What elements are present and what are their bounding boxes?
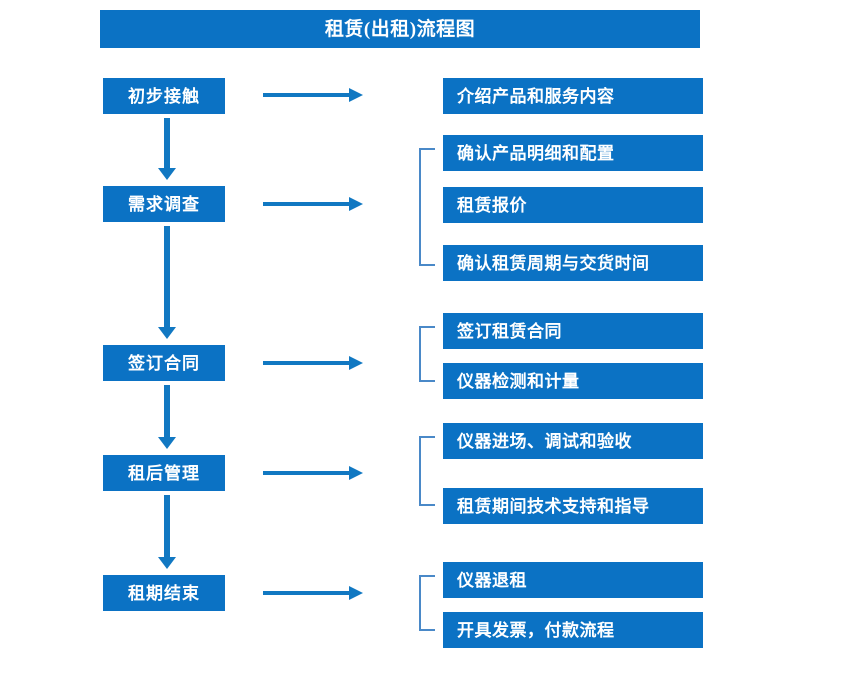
flowchart-title-banner: 租赁(出租)流程图 (100, 10, 700, 48)
stage-label: 签订合同 (128, 353, 200, 373)
arrow-stage-4-to-stage-5-icon (158, 495, 176, 569)
stage-label: 需求调查 (128, 194, 200, 214)
detail-box-instrument-testing[interactable]: 仪器检测和计量 (443, 363, 703, 399)
detail-box-instrument-entry-commissioning[interactable]: 仪器进场、调试和验收 (443, 423, 703, 459)
detail-label: 签订租赁合同 (457, 321, 562, 341)
detail-label: 仪器退租 (457, 570, 527, 590)
stage-box-needs-survey[interactable]: 需求调查 (103, 186, 225, 222)
detail-box-rental-quote[interactable]: 租赁报价 (443, 187, 703, 223)
detail-label: 租赁期间技术支持和指导 (457, 496, 650, 516)
detail-label: 确认租赁周期与交货时间 (457, 253, 650, 273)
bracket-group-needs-survey-icon (419, 148, 435, 266)
detail-label: 仪器进场、调试和验收 (457, 431, 632, 451)
bracket-group-post-rental-icon (419, 436, 435, 506)
detail-label: 开具发票，付款流程 (457, 620, 615, 640)
stage-box-sign-contract[interactable]: 签订合同 (103, 345, 225, 381)
detail-label: 确认产品明细和配置 (457, 143, 615, 163)
arrow-stage-2-to-details-icon (263, 197, 363, 211)
detail-box-confirm-product-details[interactable]: 确认产品明细和配置 (443, 135, 703, 171)
stage-box-initial-contact[interactable]: 初步接触 (103, 78, 225, 114)
detail-box-introduce-products[interactable]: 介绍产品和服务内容 (443, 78, 703, 114)
stage-label: 租期结束 (128, 583, 200, 603)
detail-box-instrument-return[interactable]: 仪器退租 (443, 562, 703, 598)
arrow-stage-2-to-stage-3-icon (158, 226, 176, 339)
arrow-stage-4-to-details-icon (263, 466, 363, 480)
stage-box-post-rental-management[interactable]: 租后管理 (103, 455, 225, 491)
page-title: 租赁(出租)流程图 (324, 18, 476, 40)
bracket-group-sign-contract-icon (419, 326, 435, 382)
detail-box-invoice-payment[interactable]: 开具发票，付款流程 (443, 612, 703, 648)
stage-label: 初步接触 (128, 86, 200, 106)
bracket-group-rental-end-icon (419, 575, 435, 631)
detail-label: 介绍产品和服务内容 (457, 86, 615, 106)
detail-box-confirm-rental-period[interactable]: 确认租赁周期与交货时间 (443, 245, 703, 281)
detail-label: 租赁报价 (457, 195, 527, 215)
detail-label: 仪器检测和计量 (457, 371, 580, 391)
stage-box-rental-end[interactable]: 租期结束 (103, 575, 225, 611)
stage-label: 租后管理 (128, 463, 200, 483)
detail-box-technical-support[interactable]: 租赁期间技术支持和指导 (443, 488, 703, 524)
arrow-stage-3-to-stage-4-icon (158, 385, 176, 449)
arrow-stage-3-to-details-icon (263, 356, 363, 370)
detail-box-sign-rental-contract[interactable]: 签订租赁合同 (443, 313, 703, 349)
arrow-stage-1-to-details-icon (263, 88, 363, 102)
arrow-stage-1-to-stage-2-icon (158, 118, 176, 180)
arrow-stage-5-to-details-icon (263, 586, 363, 600)
